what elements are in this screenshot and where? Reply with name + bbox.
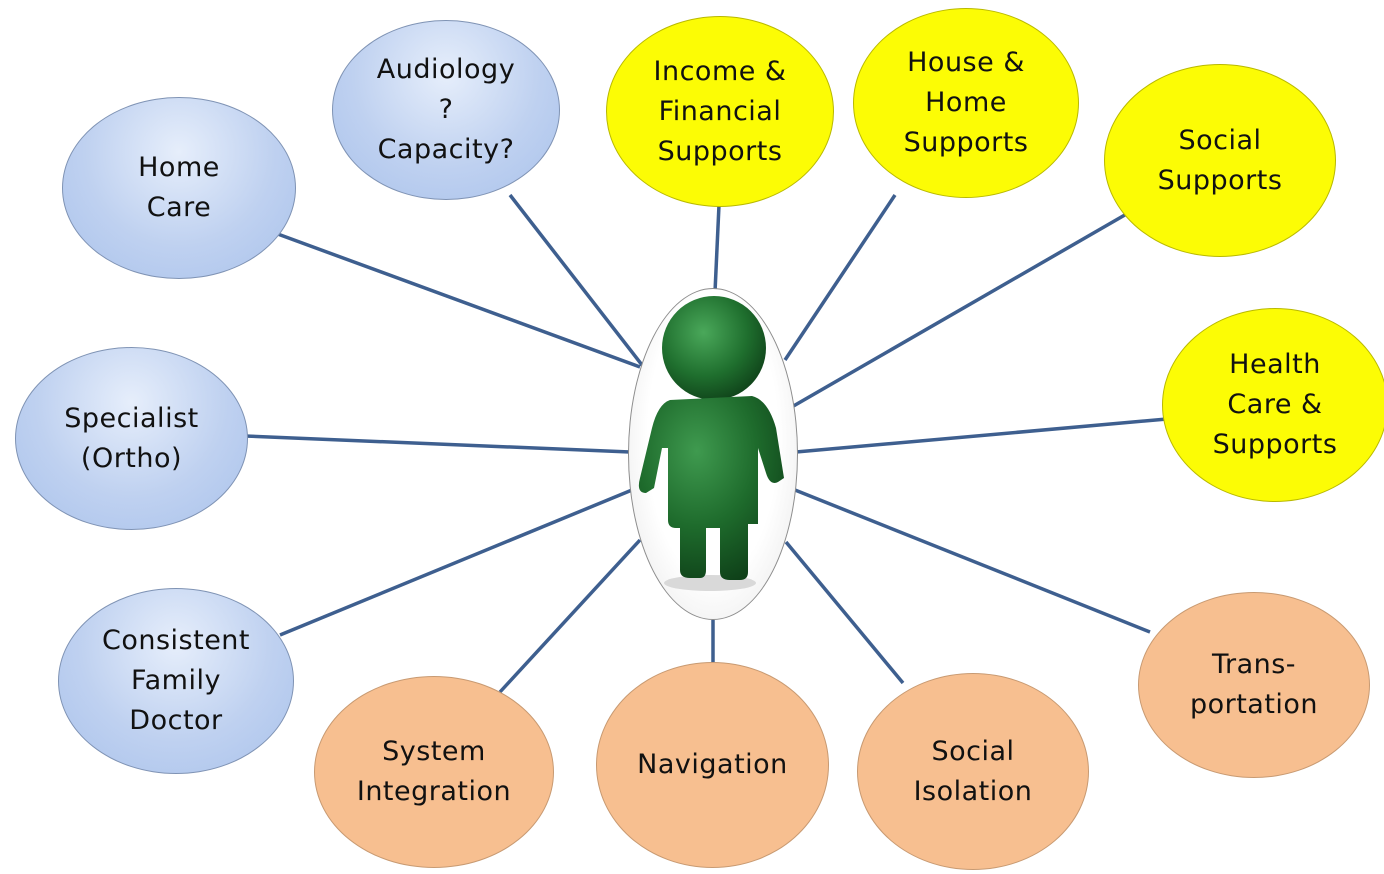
node-label: Income & Financial Supports <box>653 55 787 167</box>
node-label: Health Care & Supports <box>1212 349 1338 460</box>
node-navigation: Navigation <box>596 662 829 868</box>
node-label: Trans- portation <box>1189 649 1319 720</box>
node-system-integration: System Integration <box>314 676 554 868</box>
connector-health-care <box>795 417 1168 454</box>
connector-family-doctor <box>279 488 633 637</box>
node-label: Specialist (Ortho) <box>64 402 199 474</box>
node-social-isolation: Social Isolation <box>857 673 1089 870</box>
node-label: Home Care <box>138 152 220 223</box>
node-label: Consistent Family Doctor <box>101 625 250 736</box>
connector-social-isolation <box>784 540 905 685</box>
connector-income <box>713 204 721 293</box>
connector-audiology <box>508 193 644 367</box>
node-income-financial-supports: Income & Financial Supports <box>606 16 834 207</box>
connector-transportation <box>794 488 1151 634</box>
node-label: Social Supports <box>1157 124 1283 196</box>
connector-system-integration <box>498 538 642 694</box>
node-audiology-capacity: Audiology ? Capacity? <box>332 20 560 200</box>
node-specialist-ortho: Specialist (Ortho) <box>15 347 248 530</box>
node-health-care-supports: Health Care & Supports <box>1162 308 1384 502</box>
connector-social-supports <box>789 210 1131 410</box>
node-house-home-supports: House & Home Supports <box>853 8 1079 198</box>
person-icon <box>638 296 784 591</box>
node-label: Social Isolation <box>913 735 1033 807</box>
node-consistent-family-doctor: Consistent Family Doctor <box>58 588 294 774</box>
connector-home-care <box>274 231 641 369</box>
node-label: Audiology ? Capacity? <box>376 54 516 165</box>
node-label: Navigation <box>637 749 788 780</box>
connector-house <box>783 194 897 361</box>
node-transportation: Trans- portation <box>1138 592 1370 778</box>
node-label: System Integration <box>356 736 512 807</box>
connector-specialist <box>244 434 631 454</box>
node-social-supports: Social Supports <box>1104 64 1336 257</box>
node-home-care: Home Care <box>62 97 296 279</box>
node-label: House & Home Supports <box>903 47 1029 158</box>
